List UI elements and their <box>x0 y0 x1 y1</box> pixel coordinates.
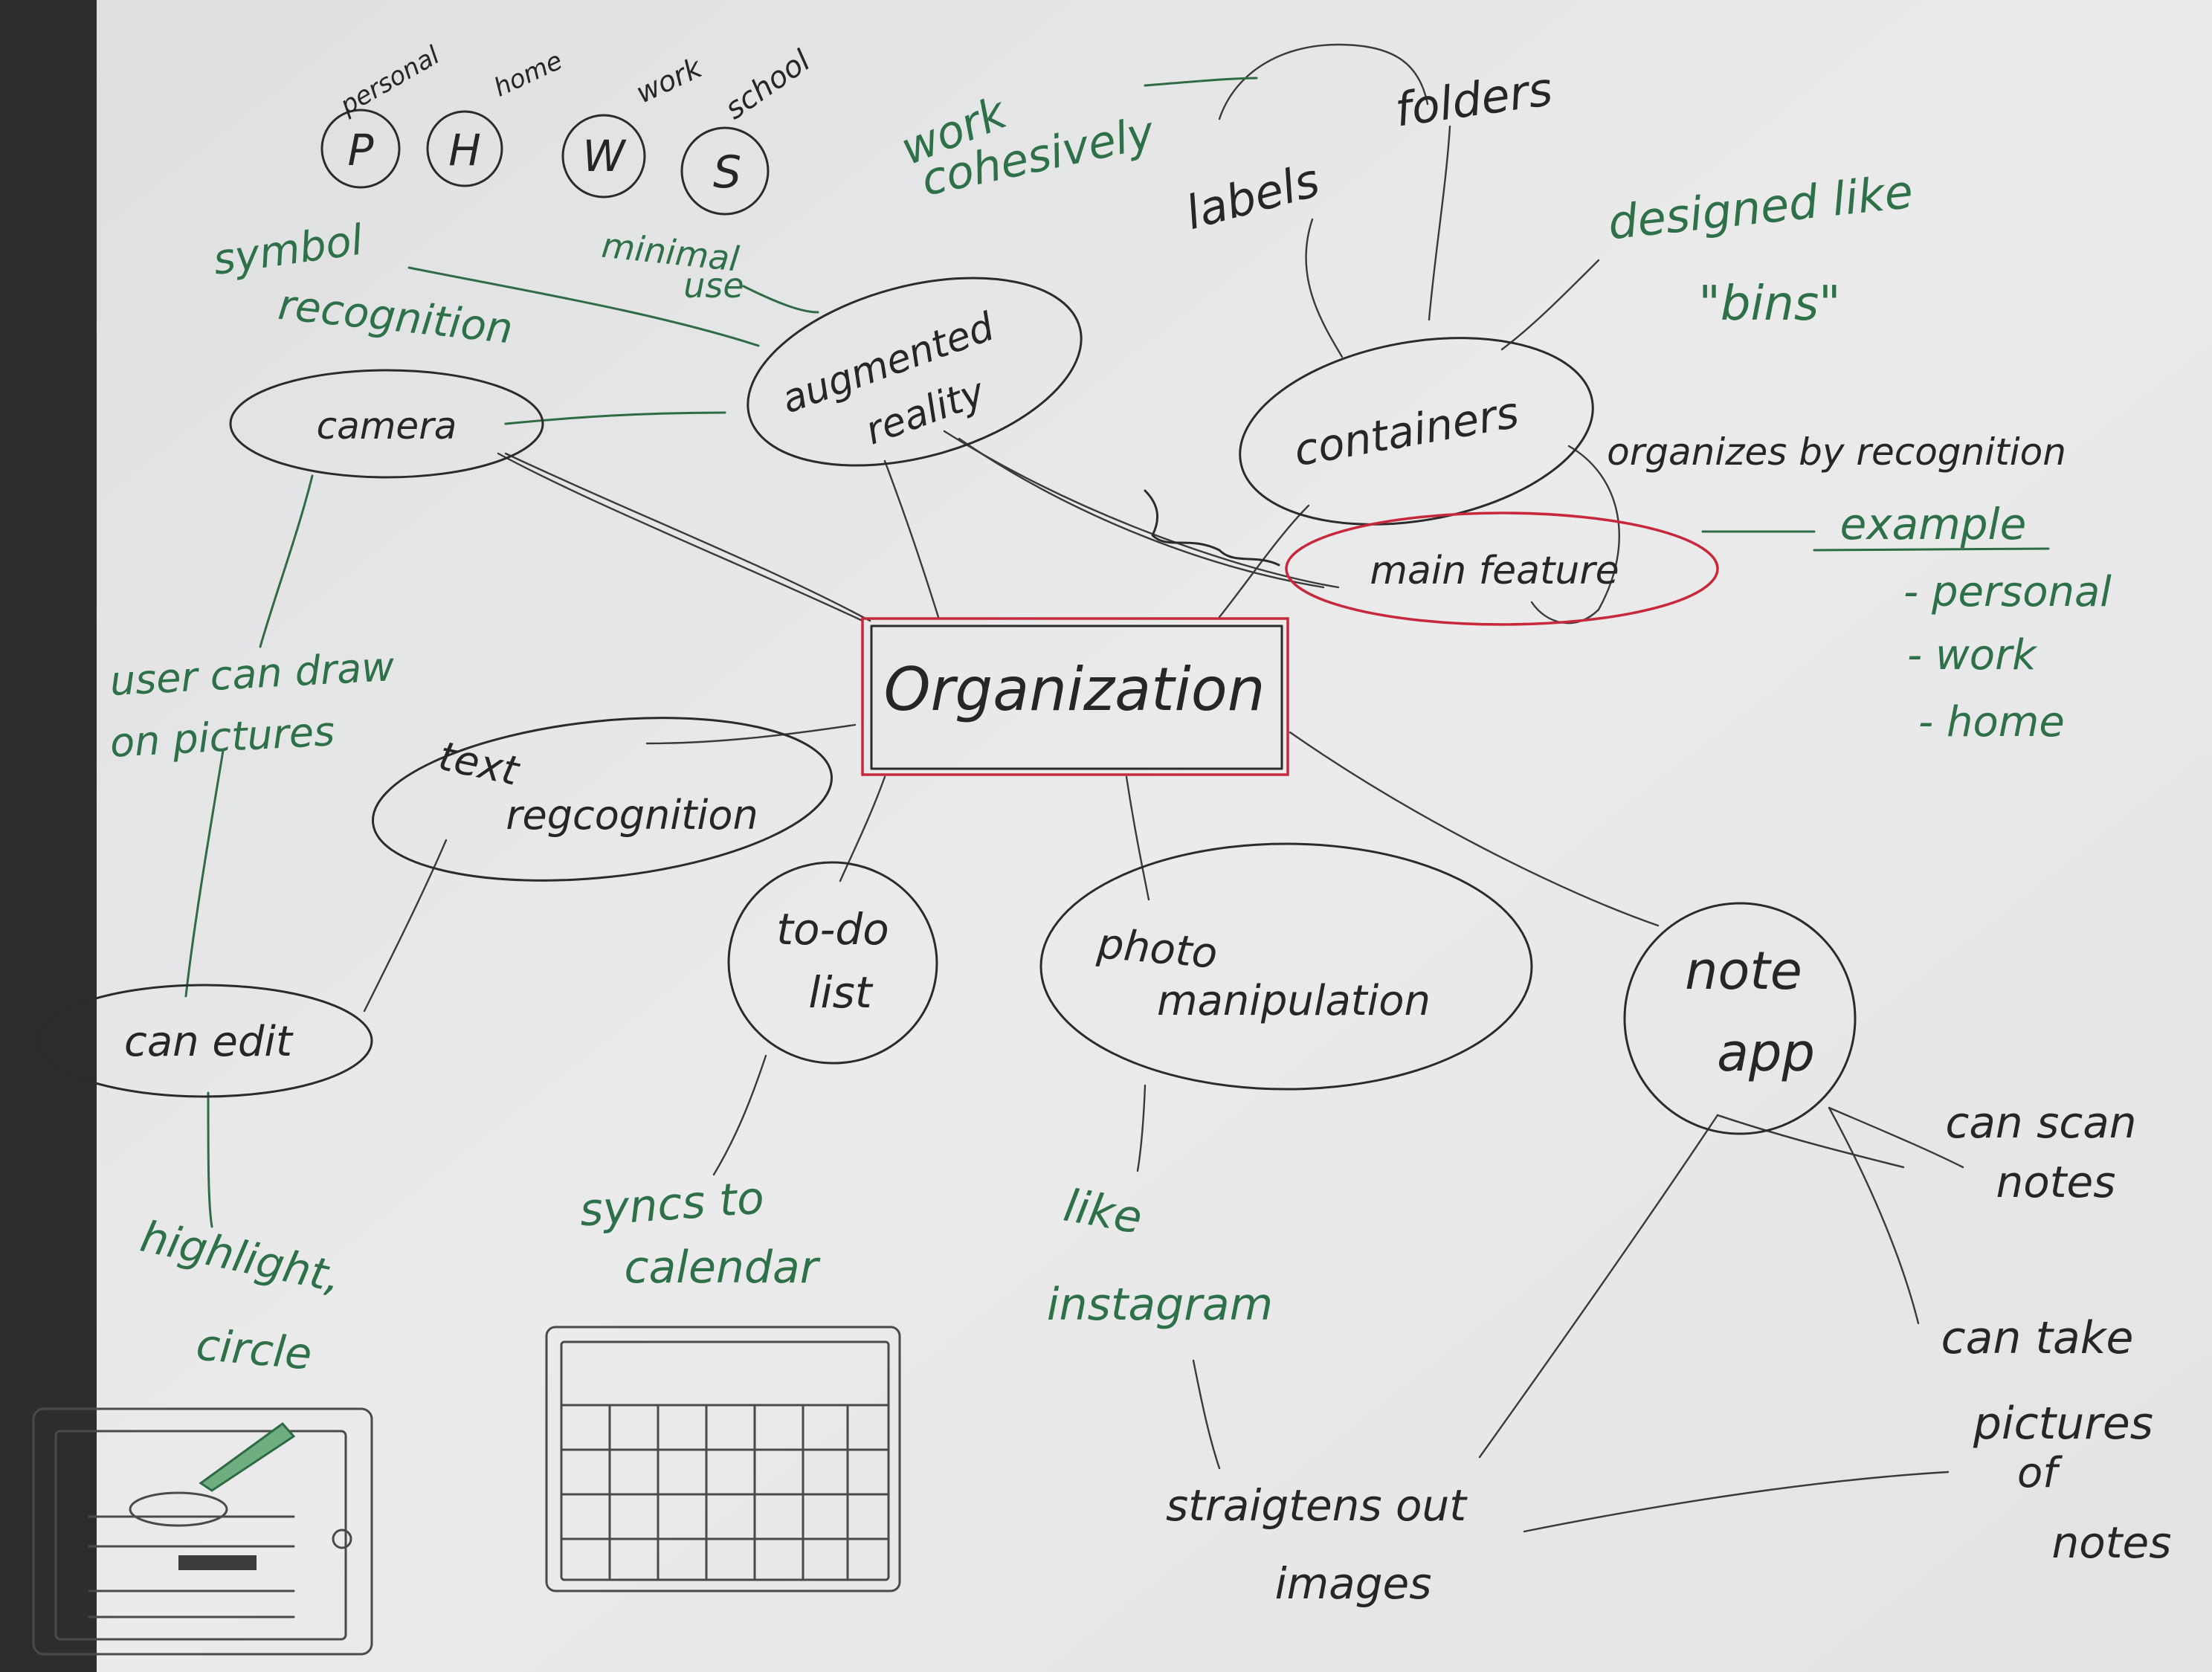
note-can-take-line3: of <box>2017 1449 2063 1497</box>
note-straightens-line2: images <box>1275 1558 1432 1609</box>
note-example-item-home: - home <box>1918 698 2065 746</box>
node-note-app: note app <box>1623 902 1857 1135</box>
note-can-take-line4: notes <box>2052 1517 2172 1568</box>
note-example-title: example <box>1840 499 2027 549</box>
symbol-home-letter: H <box>448 125 481 175</box>
central-node-label: Organization <box>884 655 1265 724</box>
note-straightens-out-images: straigtens out images <box>1166 1480 1468 1609</box>
node-camera-label: camera <box>317 404 457 448</box>
central-node: Organization <box>861 617 1289 776</box>
node-to-do-list: to-do list <box>727 861 938 1065</box>
note-syncs-line1: syncs to <box>578 1172 766 1236</box>
note-designed-line2: "bins" <box>1698 277 1840 332</box>
node-photo-manipulation: photo manipulation <box>1039 842 1533 1091</box>
node-note-app-line1: note <box>1685 940 1802 1001</box>
node-can-edit-label: can edit <box>124 1018 294 1066</box>
node-to-do-list-line1: to-do <box>776 904 889 955</box>
note-can-scan-notes: can scan notes <box>1945 1097 2136 1207</box>
paper <box>97 0 2212 1672</box>
note-can-take-pictures: can take pictures of notes <box>1941 1312 2172 1568</box>
node-photo-manipulation-line2: manipulation <box>1157 977 1431 1025</box>
note-organizes-text: organizes by recognition <box>1607 430 2066 474</box>
symbol-personal-letter: P <box>348 125 374 175</box>
node-text-recognition: text regcognition <box>372 717 833 882</box>
node-to-do-list-line2: list <box>808 967 873 1018</box>
symbol-school-letter: S <box>713 146 741 198</box>
symbol-work-letter: W <box>582 131 627 181</box>
tablet-sketch <box>32 1407 373 1656</box>
note-like-line2: instagram <box>1047 1279 1273 1331</box>
note-organizes-by-recognition: organizes by recognition <box>1607 430 2066 474</box>
note-syncs-line2: calendar <box>625 1242 821 1294</box>
note-can-scan-line2: notes <box>1996 1157 2116 1207</box>
note-example-item-personal: - personal <box>1903 568 2112 616</box>
connector-lines <box>184 43 1964 1533</box>
note-can-take-line2: pictures <box>1973 1398 2153 1450</box>
note-can-scan-line1: can scan <box>1945 1097 2136 1148</box>
note-straightens-line1: straigtens out <box>1166 1480 1468 1531</box>
calendar-sketch <box>545 1326 901 1592</box>
node-can-edit: can edit <box>36 984 373 1098</box>
note-like-instagram: like instagram <box>1047 1180 1273 1331</box>
node-photo-manipulation-line1: photo <box>1094 920 1219 978</box>
note-highlight-line2: circle <box>194 1319 314 1379</box>
node-main-feature-label: main feature <box>1370 549 1619 593</box>
note-example-item-work: - work <box>1907 631 2038 680</box>
table-edge-left <box>0 0 97 1672</box>
note-can-take-line1: can take <box>1941 1312 2134 1364</box>
node-text-recognition-line2: regcognition <box>506 792 758 839</box>
node-main-feature: main feature <box>1285 511 1719 626</box>
note-minimal-use-line2: use <box>683 265 744 306</box>
note-syncs-to-calendar: syncs to calendar <box>578 1172 820 1294</box>
node-camera: camera <box>229 369 544 479</box>
note-example: example - personal - work - home <box>1813 499 2112 746</box>
node-note-app-line2: app <box>1717 1022 1815 1083</box>
